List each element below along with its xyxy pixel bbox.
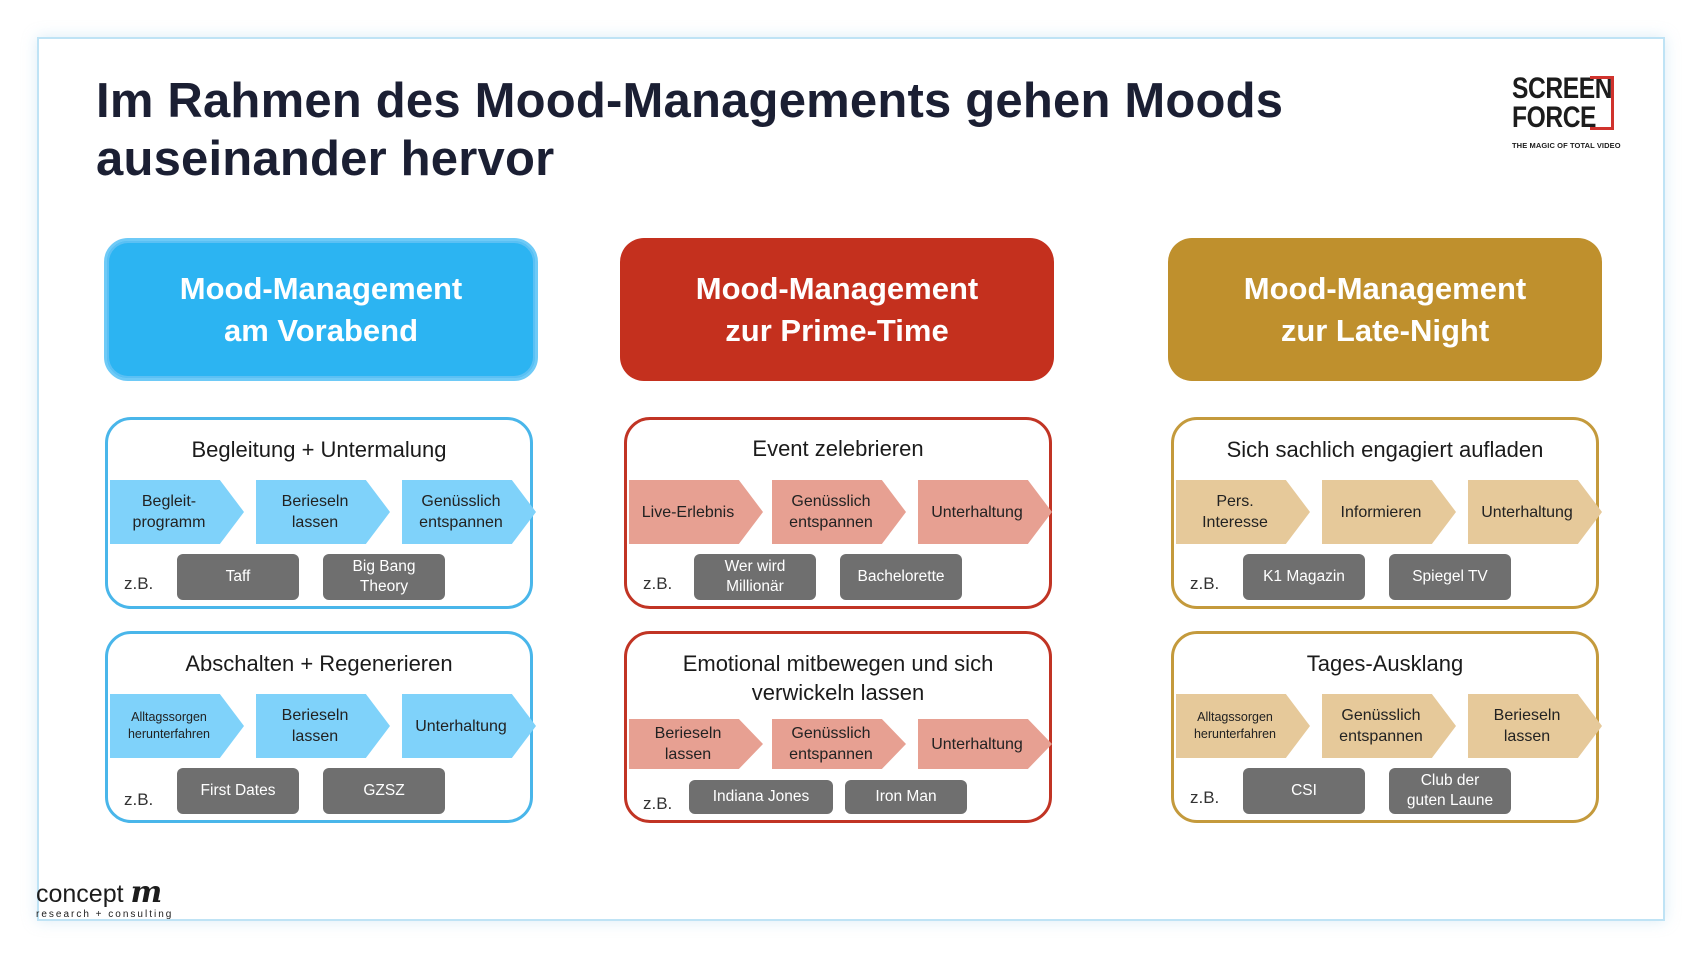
mood-box-emotional: Emotional mitbewegen und sich verwickeln… xyxy=(624,631,1052,823)
example-pill: CSI xyxy=(1243,768,1365,814)
step-arrow: Begleit- programm xyxy=(110,480,244,544)
example-pill: Wer wird Millionär xyxy=(694,554,816,600)
step-arrow: Pers. Interesse xyxy=(1176,480,1310,544)
zb-label: z.B. xyxy=(124,574,154,593)
mood-title: Begleitung + Untermalung xyxy=(191,437,447,462)
mood-box-abschalten: Abschalten + Regenerieren Alltagssorgen … xyxy=(105,631,536,823)
step-arrow: Informieren xyxy=(1322,480,1456,544)
example-pill: K1 Magazin xyxy=(1243,554,1365,600)
zb-label: z.B. xyxy=(1190,788,1220,807)
mood-title: Event zelebrieren xyxy=(752,436,924,461)
concept-m-wordmark: concept m xyxy=(36,875,163,910)
step-arrow: Unterhaltung xyxy=(1468,480,1602,544)
step-arrow: Berieseln lassen xyxy=(1468,694,1602,758)
mood-box-begleitung: Begleitung + Untermalung Begleit- progra… xyxy=(105,417,536,609)
zb-label: z.B. xyxy=(1190,574,1220,593)
step-arrow: Genüsslich entspannen xyxy=(1322,694,1456,758)
mood-title: Emotional mitbewegen und sich verwickeln… xyxy=(682,651,994,705)
header-late-night: Mood-Management zur Late-Night xyxy=(1168,238,1602,381)
step-arrow: Live-Erlebnis xyxy=(629,480,763,544)
example-pill: GZSZ xyxy=(323,768,445,814)
zb-label: z.B. xyxy=(643,794,673,813)
header-vorabend: Mood-Management am Vorabend xyxy=(104,238,538,381)
step-arrow: Unterhaltung xyxy=(402,694,536,758)
mood-title: Abschalten + Regenerieren xyxy=(185,651,453,676)
mood-title: Sich sachlich engagiert aufladen xyxy=(1226,437,1544,462)
example-pill: Bachelorette xyxy=(840,554,962,600)
step-arrow: Alltagssorgen herunterfahren xyxy=(1176,694,1310,758)
step-arrow: Alltagssorgen herunterfahren xyxy=(110,694,244,758)
step-arrow: Unterhaltung xyxy=(918,480,1052,544)
header-prime-time: Mood-Management zur Prime-Time xyxy=(620,238,1054,381)
concept-m-logo: concept m research + consulting xyxy=(36,875,206,930)
screenforce-tagline: THE MAGIC OF TOTAL VIDEO xyxy=(1512,141,1621,150)
example-pill: Spiegel TV xyxy=(1389,554,1511,600)
example-pill: First Dates xyxy=(177,768,299,814)
mood-box-event: Event zelebrieren Live-Erlebnis Genüssli… xyxy=(624,417,1052,609)
example-pill: Taff xyxy=(177,554,299,600)
example-pill: Iron Man xyxy=(845,780,967,814)
step-arrow: Genüsslich entspannen xyxy=(772,719,906,769)
slide-title: Im Rahmen des Mood-Managements gehen Moo… xyxy=(96,74,1284,186)
mood-box-tages-ausklang: Tages-Ausklang Alltagssorgen herunterfah… xyxy=(1171,631,1602,823)
mood-box-sachlich: Sich sachlich engagiert aufladen Pers. I… xyxy=(1171,417,1602,609)
zb-label: z.B. xyxy=(124,790,154,809)
example-pill: Big Bang Theory xyxy=(323,554,445,600)
step-arrow: Genüsslich entspannen xyxy=(772,480,906,544)
zb-label: z.B. xyxy=(643,574,673,593)
example-pill: Club der guten Laune xyxy=(1389,768,1511,814)
mood-title: Tages-Ausklang xyxy=(1306,651,1464,676)
step-arrow: Genüsslich entspannen xyxy=(402,480,536,544)
screenforce-logo: SCREEN FORCE THE MAGIC OF TOTAL VIDEO xyxy=(1512,74,1632,154)
step-arrow: Berieseln lassen xyxy=(256,694,390,758)
screenforce-bracket-icon xyxy=(1590,76,1614,130)
step-arrow: Unterhaltung xyxy=(918,719,1052,769)
step-arrow: Berieseln lassen xyxy=(629,719,763,769)
example-pill: Indiana Jones xyxy=(689,780,833,814)
concept-m-subline: research + consulting xyxy=(36,909,174,920)
step-arrow: Berieseln lassen xyxy=(256,480,390,544)
